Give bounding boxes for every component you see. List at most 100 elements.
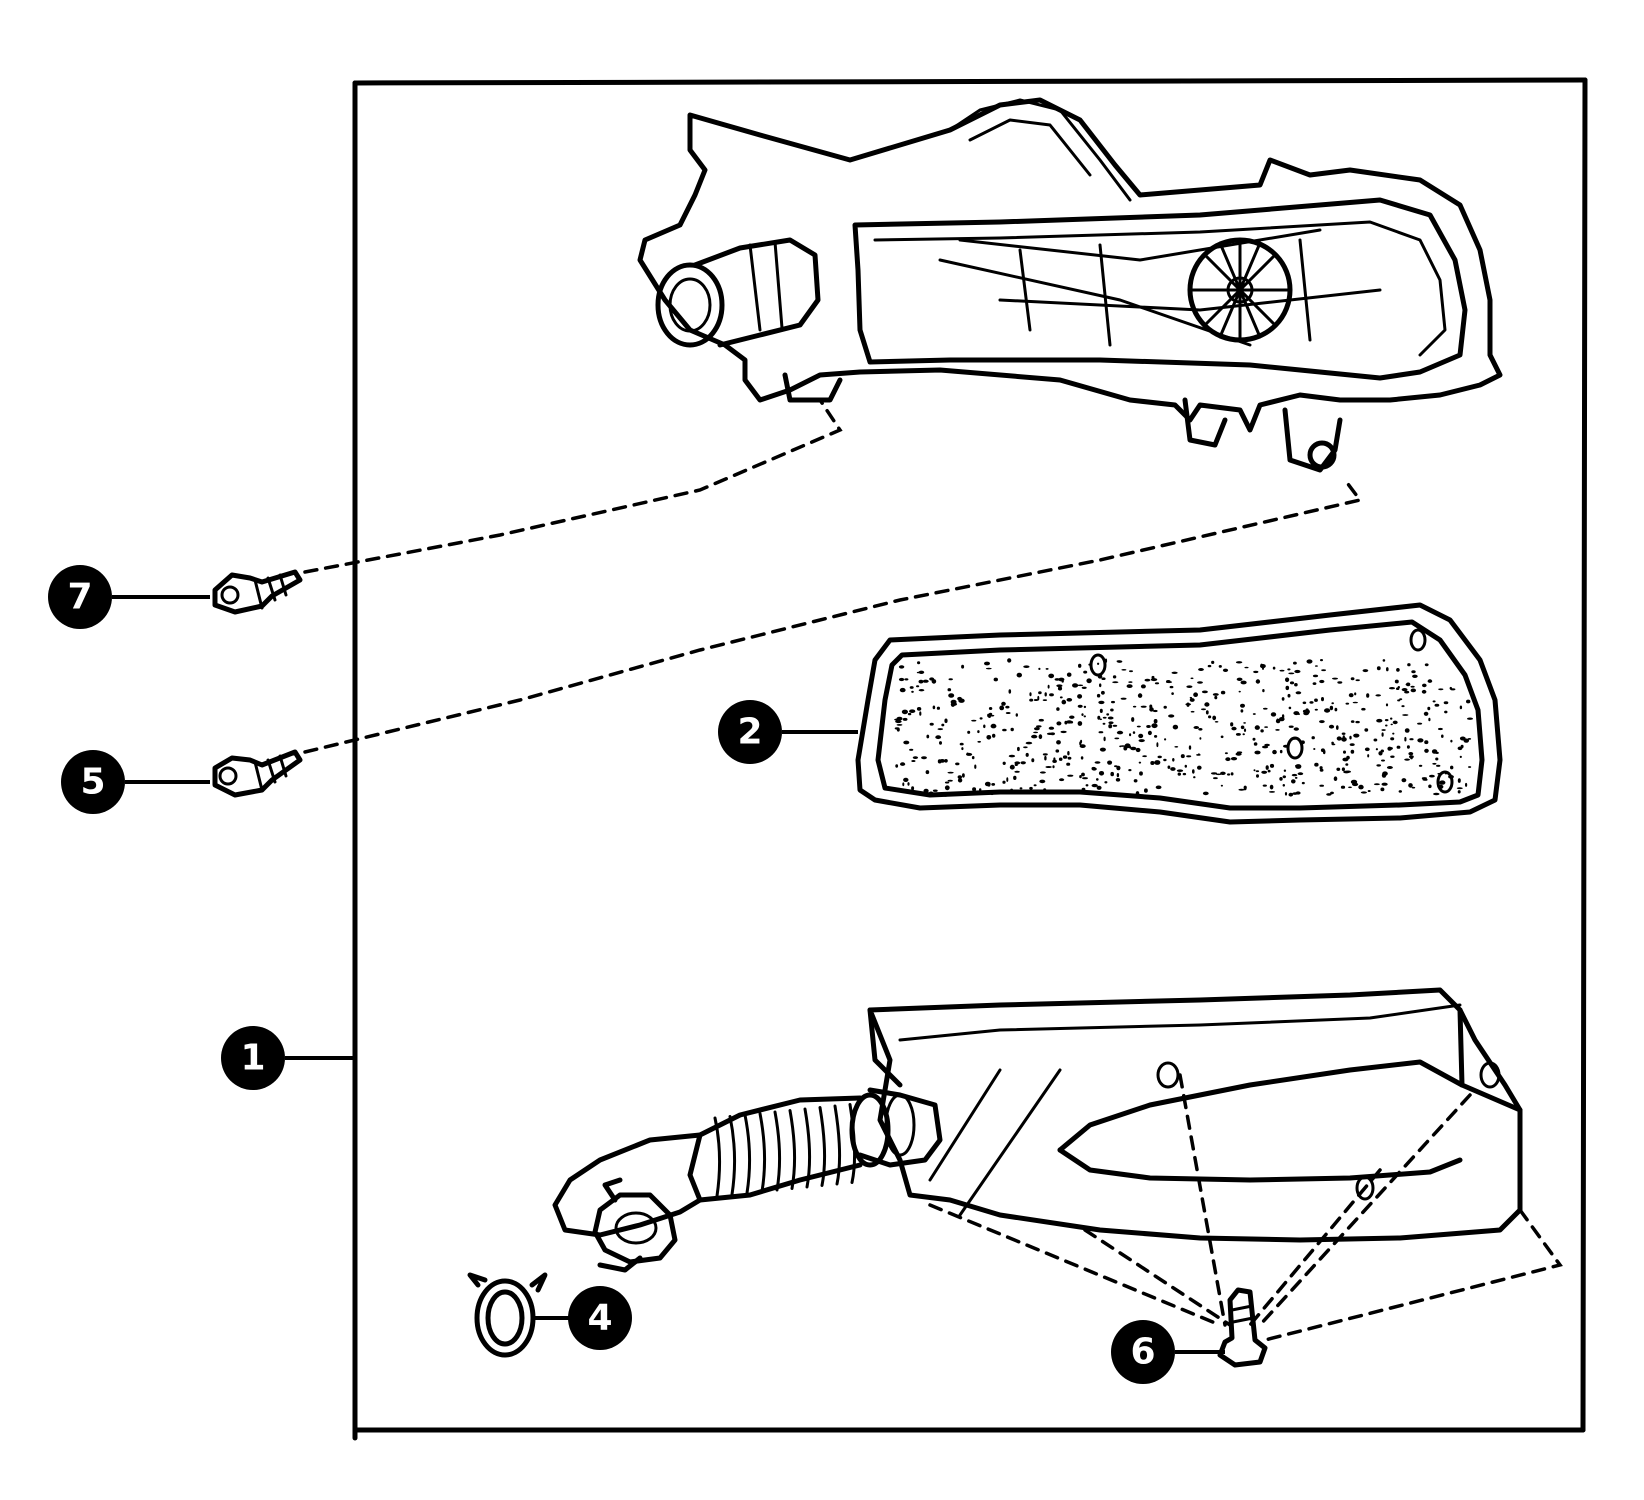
foam-speck — [1039, 771, 1046, 774]
foam-speck — [1238, 788, 1245, 791]
foam-speck — [1243, 722, 1246, 724]
foam-speck — [1436, 764, 1441, 767]
foam-speck — [1269, 784, 1274, 790]
foam-speck — [1038, 734, 1043, 740]
callout-6: 6 — [1111, 1320, 1225, 1384]
foam-speck — [1320, 659, 1323, 662]
foam-speck — [948, 678, 953, 681]
hose-rib — [743, 1113, 752, 1195]
foam-speck — [916, 685, 920, 688]
foam-speck — [1009, 764, 1015, 770]
foam-speck — [1390, 755, 1395, 758]
foam-speck — [1013, 775, 1017, 781]
foam-speck — [1392, 720, 1398, 725]
foam-speck — [1099, 683, 1102, 688]
foam-speck — [1276, 718, 1279, 723]
foam-speck — [1170, 767, 1176, 771]
foam-speck — [1262, 689, 1265, 693]
foam-speck — [1129, 733, 1132, 737]
foam-speck — [1438, 688, 1444, 691]
foam-speck — [1319, 768, 1324, 772]
foam-speck — [1331, 741, 1334, 745]
foam-speck — [1052, 759, 1057, 763]
foam-speck — [1044, 692, 1047, 697]
foam-speck — [1434, 703, 1440, 707]
foam-speck — [1285, 677, 1290, 683]
foam-speck — [1459, 705, 1463, 710]
foam-speck — [1275, 729, 1280, 731]
foam-speck — [1410, 688, 1417, 693]
hose-rib — [728, 1115, 737, 1196]
foam-speck — [1131, 717, 1135, 722]
foam-speck — [1381, 759, 1385, 762]
foam-speck — [984, 781, 991, 787]
foam-speck — [1066, 672, 1072, 677]
foam-speck — [1059, 696, 1063, 699]
foam-speck — [1253, 742, 1258, 746]
foam-speck — [1197, 765, 1202, 770]
foam-speck — [1079, 741, 1082, 746]
foam-speck — [1199, 737, 1202, 740]
foam-speck — [911, 786, 915, 791]
foam-speck — [1279, 749, 1283, 754]
foam-speck — [1050, 732, 1055, 736]
foam-speck — [1126, 684, 1133, 688]
foam-speck — [1336, 736, 1342, 741]
foam-speck — [1253, 769, 1256, 772]
foam-speck — [1180, 754, 1185, 759]
foam-speck — [1353, 733, 1360, 738]
foam-speck — [1207, 664, 1212, 668]
foam-speck — [1081, 686, 1087, 689]
foam-speck — [1238, 690, 1241, 693]
foam-speck — [1220, 735, 1224, 739]
foam-speck — [1193, 692, 1198, 697]
foam-speck — [939, 741, 942, 745]
foam-speck — [1029, 698, 1034, 702]
foam-speck — [1407, 663, 1411, 667]
foam-speck — [1101, 677, 1106, 680]
foam-speck — [1401, 688, 1408, 692]
foam-speck — [1287, 693, 1291, 698]
foam-speck — [944, 785, 950, 791]
screw — [212, 749, 303, 798]
foam-speck — [1038, 691, 1042, 695]
foam-speck — [1264, 726, 1268, 728]
foam-speck — [1215, 773, 1222, 776]
foam-speck — [1319, 720, 1325, 724]
foam-speck — [1005, 705, 1010, 709]
foam-speck — [936, 706, 941, 710]
foam-speck — [1025, 752, 1029, 757]
foam-speck — [1412, 674, 1418, 678]
foam-speck — [1112, 724, 1118, 727]
foam-speck — [1096, 785, 1102, 790]
foam-speck — [1424, 748, 1429, 753]
foam-speck — [1144, 678, 1151, 682]
foam-speck — [1352, 701, 1358, 704]
foam-speck — [988, 715, 991, 718]
foam-speck — [1396, 687, 1400, 690]
foam-speck — [1354, 692, 1357, 696]
foam-speck — [1066, 762, 1071, 766]
foam-speck — [1165, 681, 1173, 684]
hose-corrugations — [713, 1103, 857, 1198]
foam-speck — [1263, 707, 1268, 710]
foam-speck — [1468, 766, 1472, 768]
foam-speck — [1201, 708, 1206, 711]
foam-speck — [1056, 707, 1060, 711]
foam-speck — [1031, 758, 1035, 763]
hose-rib — [758, 1112, 767, 1193]
foam-speck — [1140, 684, 1146, 689]
foam-speck — [1441, 734, 1444, 738]
foam-speck — [1346, 755, 1350, 760]
foam-speck — [1096, 693, 1101, 698]
foam-speck — [979, 788, 982, 792]
foam-speck — [1381, 729, 1386, 731]
foam-speck — [1387, 746, 1392, 751]
foam-speck — [1272, 749, 1277, 755]
foam-speck — [919, 711, 922, 716]
foam-speck — [986, 735, 992, 740]
foam-speck — [1406, 682, 1411, 687]
foam-speck — [962, 773, 965, 778]
foam-speck — [1225, 757, 1231, 762]
foam-speck — [977, 740, 981, 743]
